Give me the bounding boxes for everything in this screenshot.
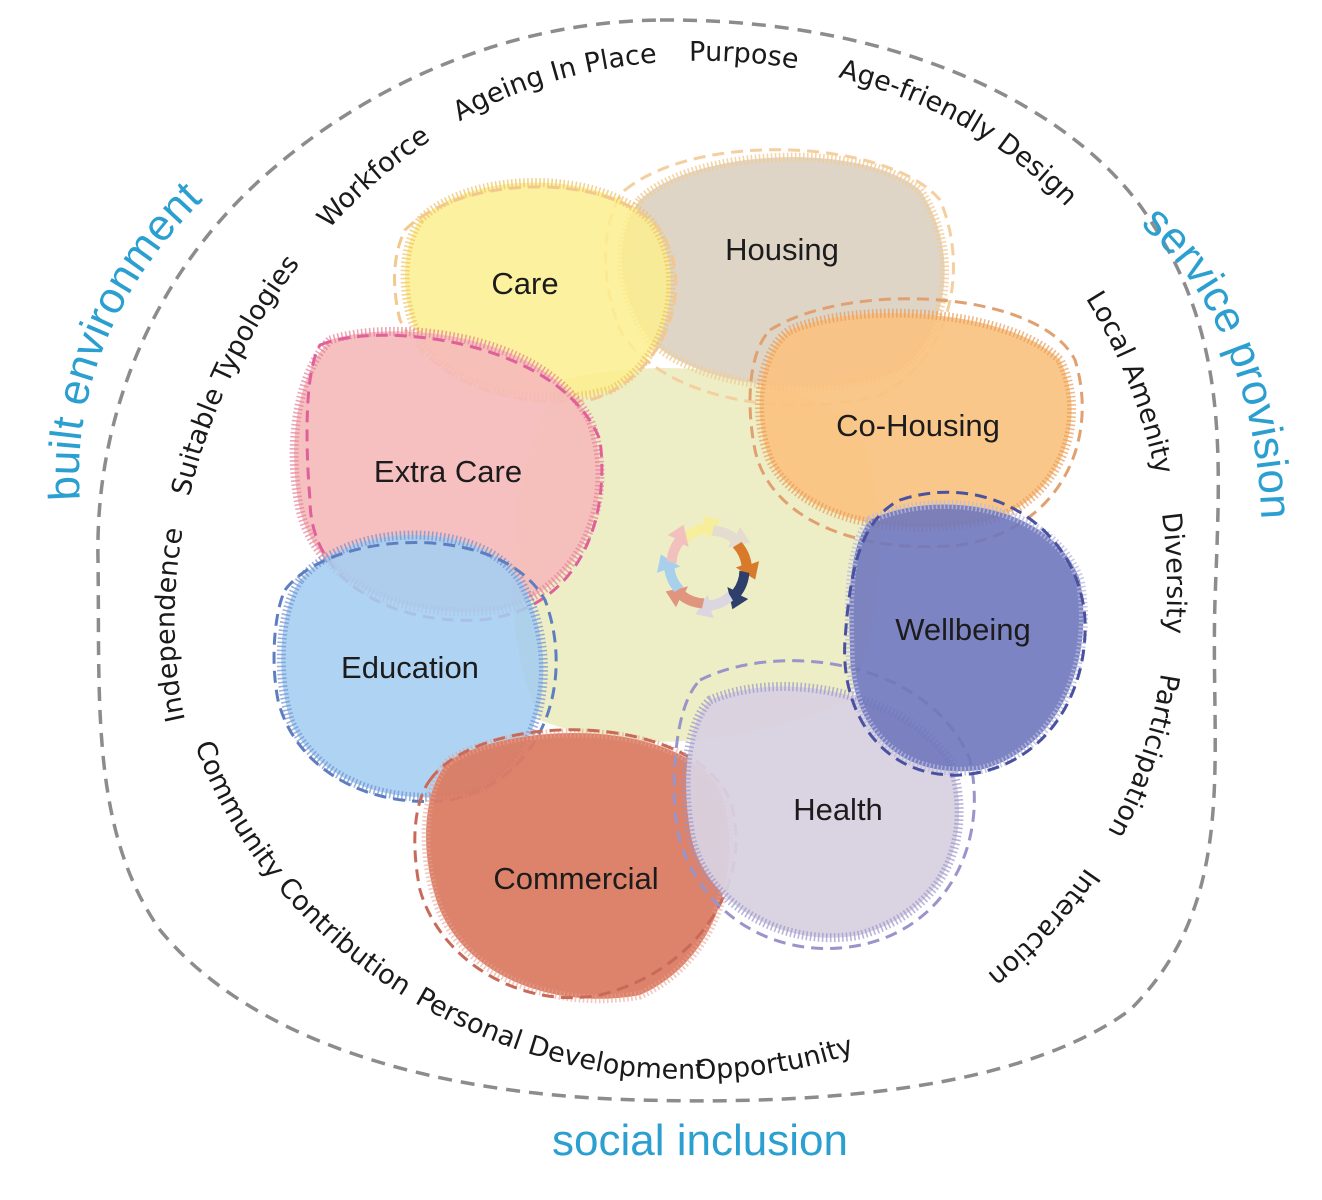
ring-term-local-amenity: Local Amenity [1080,286,1179,477]
blob-wellbeing[interactable]: Wellbeing [843,490,1088,777]
cycle-arrow-1 [683,515,721,543]
cycle-arrow-6 [665,586,705,609]
cycle-arrow-7 [656,554,684,592]
blob-label-co-housing: Co-Housing [836,408,1000,443]
ring-term-suitable-typologies: Suitable Typologies [166,249,306,498]
blob-label-housing: Housing [725,232,839,267]
blob-label-extra-care: Extra Care [374,454,522,489]
blob-commercial[interactable]: Commercial [413,728,738,1004]
sector-label-social-inclusion: social inclusion [552,1116,848,1165]
cycle-arrow-5 [695,591,733,619]
cycle-arrow-3 [732,542,760,580]
blob-label-care: Care [491,266,558,301]
ring-term-interaction: Interaction [982,863,1105,993]
cycle-arrow-8 [666,524,689,564]
blob-label-education: Education [341,650,479,685]
cycle-arrow-2 [711,525,751,548]
ring-term-purpose: Purpose [689,37,801,76]
ring-term-opportunity: Opportunity [695,1030,857,1086]
cycle-arrows-icon [656,515,760,619]
ring-term-ageing-in-place: Ageing In Place [448,38,658,127]
outer-boundary [96,18,1221,1103]
ring-term-personal-development: Personal Development [411,982,706,1086]
blob-label-commercial: Commercial [493,861,658,896]
ring-term-independence: Independence [150,525,191,725]
blob-label-health: Health [793,792,883,827]
ring-term-workforce: Workforce [311,120,435,234]
blob-label-wellbeing: Wellbeing [895,612,1031,647]
ring-term-participation: Participation [1101,672,1184,843]
cycle-arrow-4 [727,570,750,610]
blob-co-housing[interactable]: Co-Housing [748,297,1084,549]
ring-term-diversity: Diversity [1155,511,1191,635]
blob-education[interactable]: Education [272,530,558,803]
blob-health[interactable]: Health [672,659,976,950]
